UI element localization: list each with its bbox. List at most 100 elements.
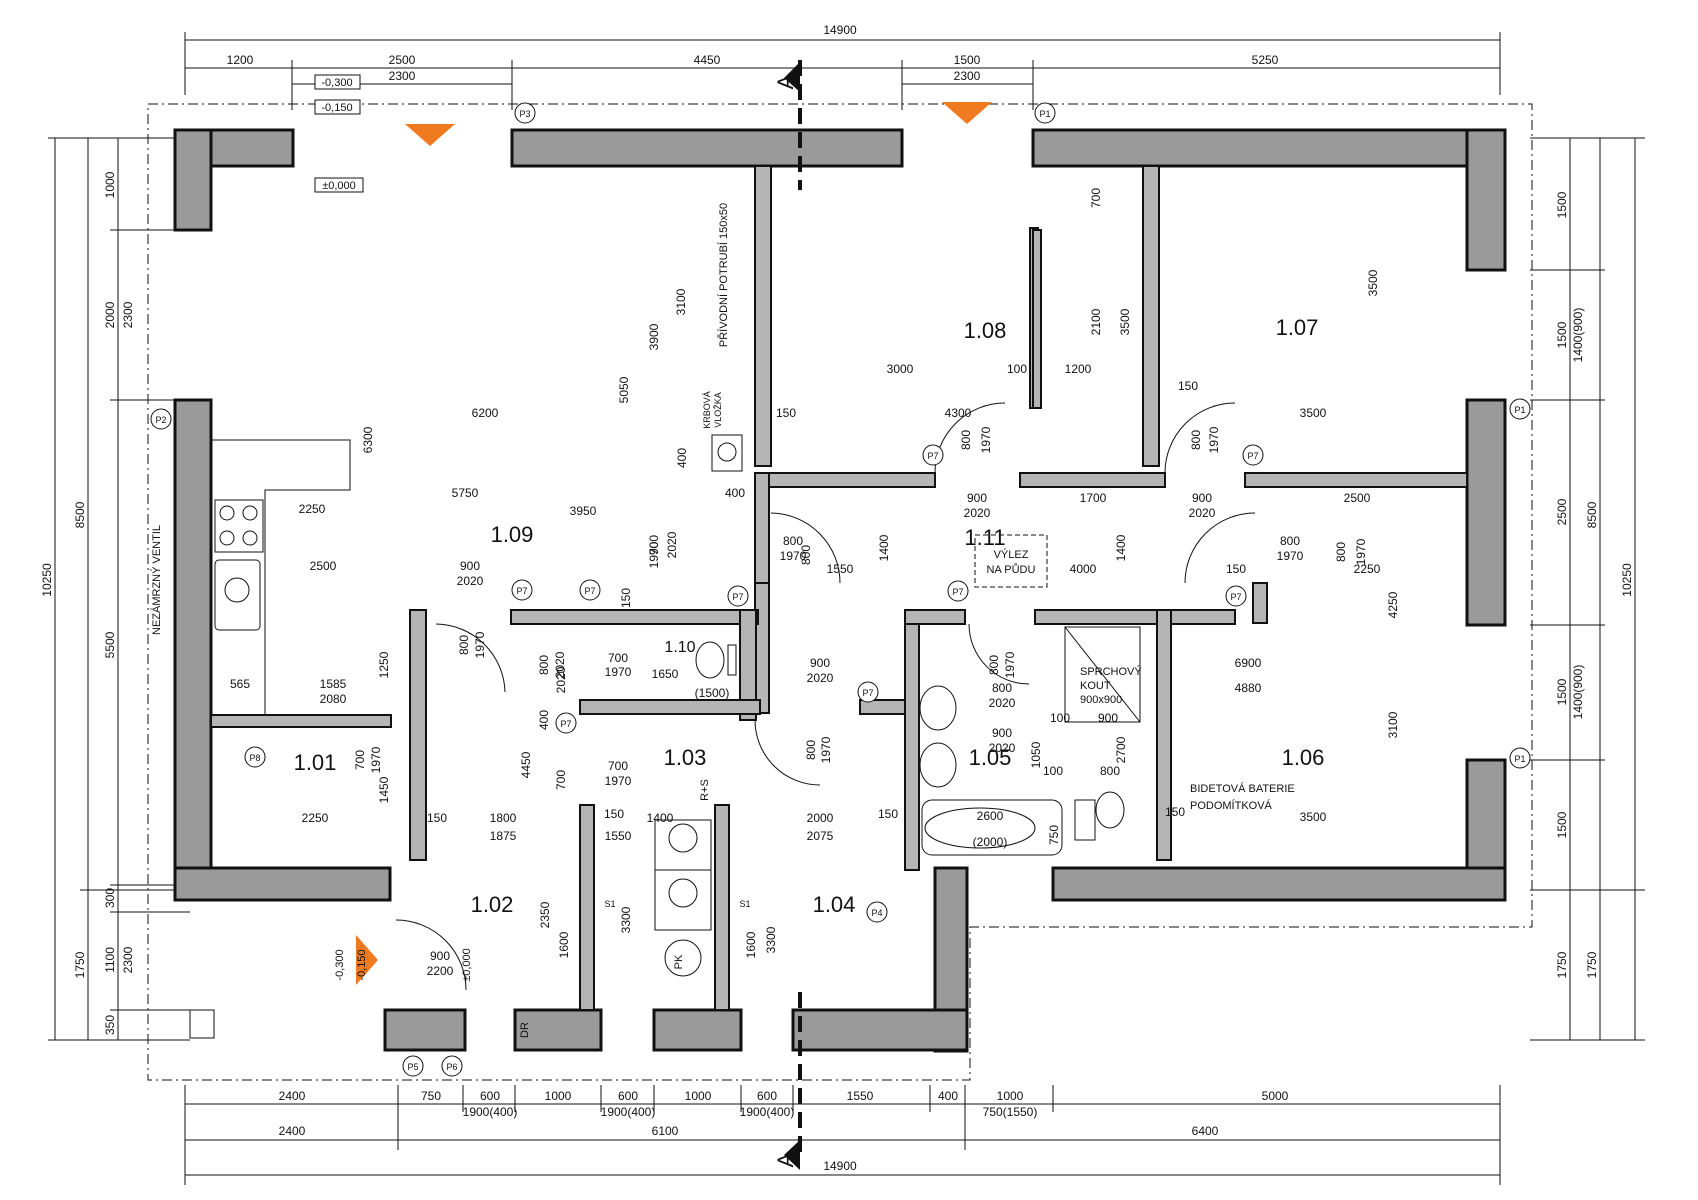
room-dim: 150 [1226,562,1246,576]
tag-circle: P7 [727,585,749,607]
dim-right-3: 2500 [1555,498,1569,525]
room-dim: 3500 [1300,810,1327,824]
svg-text:P7: P7 [560,719,571,729]
room-dim: 100 [1007,362,1027,376]
room-label: 1.06 [1282,745,1325,770]
door-width: 800 [799,545,813,565]
door-height: 1970 [780,549,807,563]
door-height: 2020 [989,741,1016,755]
door-width: 800 [1189,430,1203,450]
dim-bottom-6: 1000 [685,1089,712,1103]
svg-text:P7: P7 [1230,592,1241,602]
s1-note: S1 [604,899,615,909]
misc-dim: 150 [619,588,633,608]
misc-dim: 400 [675,448,689,468]
room-dim: 6900 [1235,656,1262,670]
room-dim: 4000 [1070,562,1097,576]
dim-right-4: 1500 [1555,678,1569,705]
box-note: VLOŽKA [713,392,723,428]
level-label: ±0,000 [322,180,356,192]
room-dim: 4450 [519,751,533,778]
dim-top-3: 4450 [694,53,721,67]
misc-dim: 400 [725,486,745,500]
dr-note: DR [519,1022,531,1038]
level-label: -0,150 [356,949,368,980]
dim-left-outer-3: 1750 [73,951,87,978]
door-height: 1970 [819,736,833,763]
dim-bottom-row2-3: 6400 [1192,1124,1219,1138]
tag-circle: P2 [150,408,172,430]
svg-text:P7: P7 [1247,451,1258,461]
section-marks [784,60,802,1170]
room-dim: 1050 [1029,741,1043,768]
rs-note: R+S [699,779,711,801]
room-dim: 1450 [377,776,391,803]
dim-top-1: 1200 [227,53,254,67]
room-dim: 750 [1047,825,1061,845]
shower-note: 900x900 [1080,694,1122,706]
room-dim: 1970 [369,746,383,773]
dim-left-inner-3: 2300 [121,301,135,328]
door-height: 1970 [979,426,993,453]
tag-circle: P1 [1509,747,1531,769]
box-note: KRBOVÁ [702,391,712,429]
dim-left-inner-8: 350 [103,1015,117,1035]
dim-top-2: 2500 [389,53,416,67]
fixtures [189,229,1141,1039]
dim-bottom-8: 1550 [847,1089,874,1103]
entry-arrow-icon [942,102,992,124]
room-dim: 2250 [302,811,329,825]
room-label: 1.09 [491,522,534,547]
dim-right-1: 1500 [1555,191,1569,218]
dim-door-bottom-1: 1900(400) [463,1105,518,1119]
dim-bottom-9: 400 [938,1089,958,1103]
door-height: 2020 [554,666,568,693]
door-height: 2020 [964,506,991,520]
tag-circle: P7 [1225,585,1247,607]
shower-note: KOUT [1080,680,1111,692]
svg-text:P1: P1 [1039,109,1050,119]
room-label: 1.10 [664,639,695,656]
tag-circle: P7 [922,444,944,466]
room-label: 1.11 [964,525,1005,550]
room-dim: 2350 [538,901,552,928]
door-height: 2200 [427,964,454,978]
door-width: 800 [783,534,803,548]
dim-bottom-11: 5000 [1262,1089,1289,1103]
section-letters: A A [773,74,798,1167]
dimension-lines [48,32,1645,1185]
tag-circle: P5 [402,1055,424,1077]
tag-circle: P7 [555,712,577,734]
dim-right-sec-2: 1400(900) [1571,665,1585,720]
room-dim: 150 [878,807,898,821]
svg-text:P7: P7 [516,586,527,596]
room-dim: 1550 [827,562,854,576]
misc-dim: 2020 [665,531,679,558]
misc-dim: 800 [537,655,551,675]
room-dim: 1650 [652,667,679,681]
dim-door-bottom-3: 1900(400) [740,1105,795,1119]
dim-left-outer-1: 10250 [40,563,54,597]
tag-circle: P1 [1509,398,1531,420]
room-dim: 3100 [674,288,688,315]
room-dim: 700 [1089,188,1103,208]
element-tags: P3 P1 P2 P1 P1 P7 P7 P7 P7 P7 P7 P7 P7 P… [150,102,1531,1077]
dim-left-inner-7: 2300 [121,946,135,973]
level-labels: -0,300 -0,150 ±0,000 -0,300 -0,150 ±0,00… [314,74,473,982]
room-dim: (1500) [695,686,730,700]
misc-dimension-labels: 400 400 400 500 800 2020 400 900 2020 15… [537,448,745,730]
dim-right-6: 1750 [1555,951,1569,978]
dim-right-5: 1500 [1555,811,1569,838]
dim-right-2: 1500 [1555,321,1569,348]
tag-circle: P3 [514,102,536,124]
door-height: 1970 [647,541,661,568]
tag-circle: P1 [1034,102,1056,124]
dim-window-1: 2300 [389,69,416,83]
door-width: 800 [992,681,1012,695]
room-label: 1.02 [471,892,514,917]
door-width: 900 [992,726,1012,740]
door-width: 900 [430,949,450,963]
misc-dim: 900 [647,535,661,555]
svg-text:P6: P6 [446,1062,457,1072]
